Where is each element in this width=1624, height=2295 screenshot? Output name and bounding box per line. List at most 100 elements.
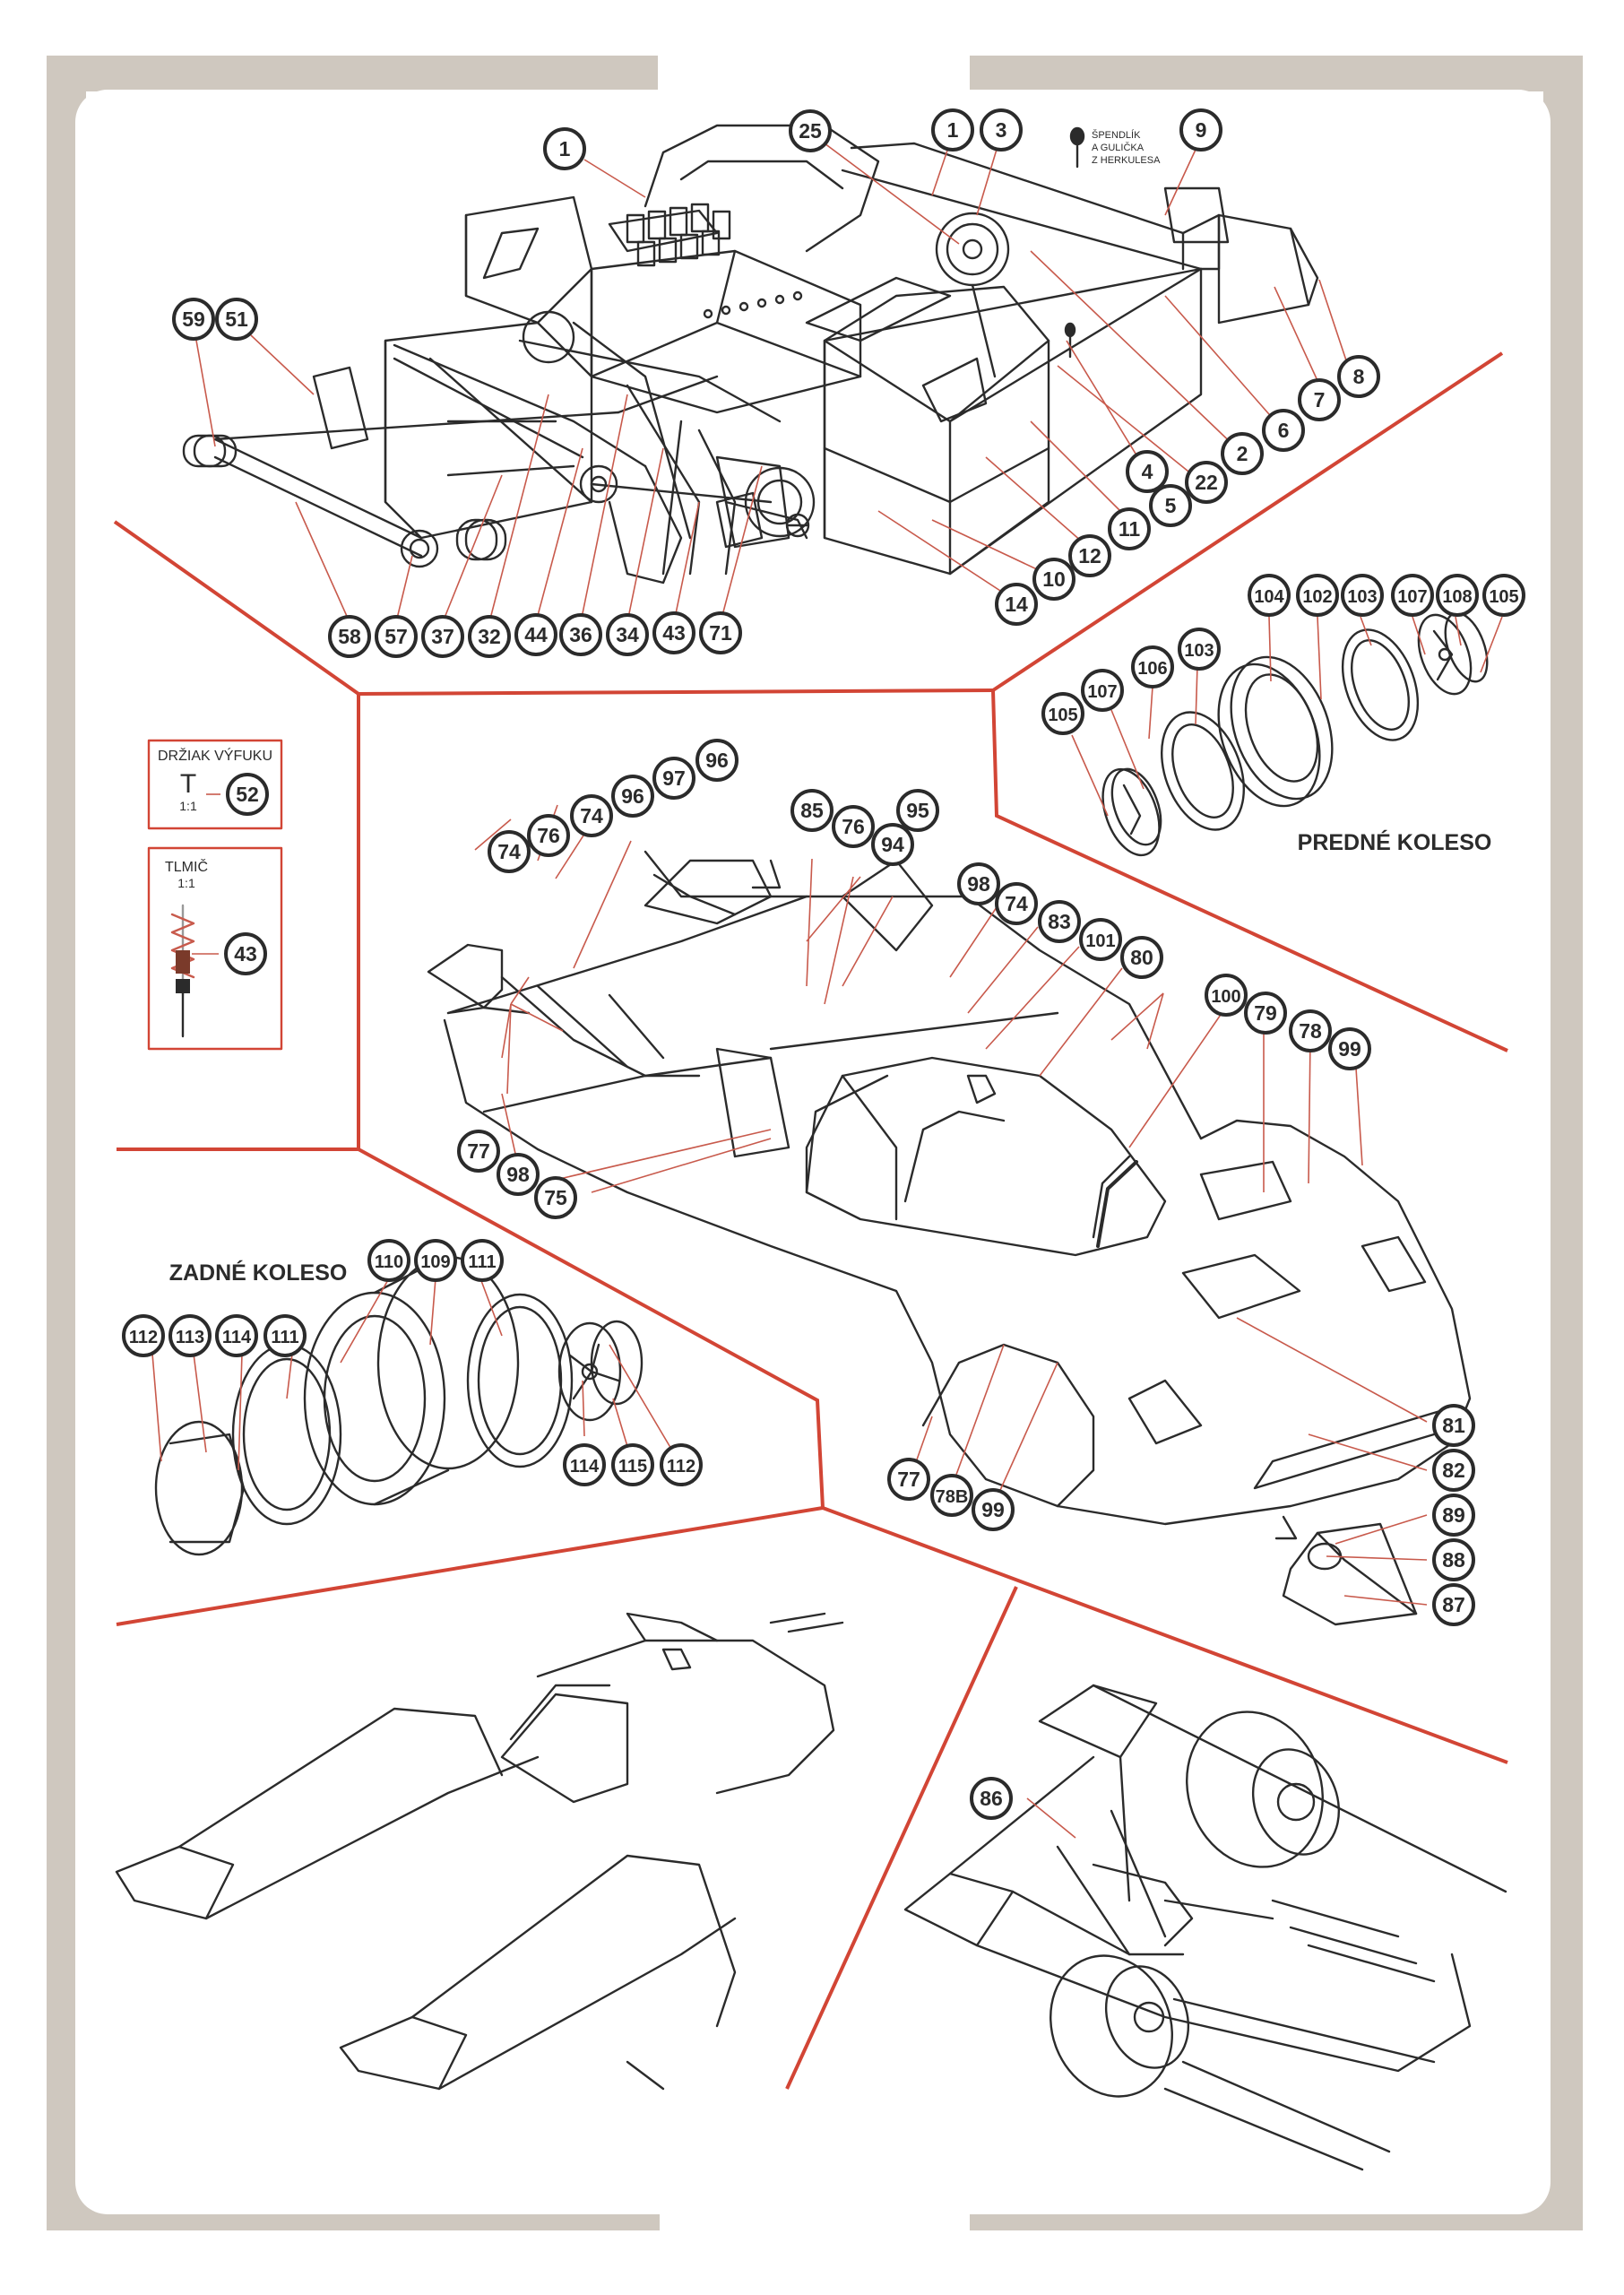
callout-103a: 103 (1341, 574, 1384, 617)
underside-drawing (903, 1684, 1507, 2171)
callout-circle (1328, 1027, 1371, 1070)
callout-label: 83 (1048, 910, 1071, 933)
divider-mid-bottom-left (116, 1506, 824, 1626)
callout-label: 113 (176, 1328, 204, 1347)
callout-label: 86 (980, 1787, 1003, 1810)
divider-bottom-diagonal (785, 1586, 1018, 2090)
callout-label: 1 (559, 137, 571, 160)
callout-label: 79 (1254, 1001, 1277, 1025)
callout-86: 86 (970, 1777, 1013, 1820)
callout-102: 102 (1296, 574, 1339, 617)
callout-74b: 74 (570, 794, 613, 837)
callout-circle (789, 109, 832, 152)
callout-44: 44 (514, 613, 557, 656)
callout-99b: 99 (972, 1488, 1015, 1531)
callout-circle (1178, 628, 1221, 671)
callout-label: 11 (1119, 517, 1141, 541)
callout-107a: 107 (1391, 574, 1434, 617)
callout-circle (1032, 558, 1075, 601)
callout-circle (488, 830, 531, 873)
exhaust-holder-box (147, 739, 283, 830)
divider-front-wheel (991, 689, 1508, 1052)
callout-85: 85 (790, 789, 834, 832)
exhaust-holder-symbol: T (180, 769, 196, 799)
callout-label: 80 (1130, 946, 1153, 969)
callout-label: 25 (799, 119, 822, 143)
callout-57: 57 (375, 615, 418, 658)
callout-label: 77 (467, 1139, 490, 1163)
callout-111b: 111 (263, 1314, 307, 1357)
callout-label: 74 (580, 804, 603, 827)
callout-label: 111 (468, 1252, 496, 1272)
callout-circle (563, 1443, 606, 1486)
callout-label: 5 (1165, 494, 1177, 517)
callout-81: 81 (1432, 1404, 1475, 1447)
callout-label: 59 (182, 307, 205, 331)
callout-label: 2 (1237, 442, 1248, 465)
callout-label: 114 (222, 1328, 252, 1347)
callout-51: 51 (215, 298, 258, 341)
callout-circle (534, 1176, 577, 1219)
callout-circle (367, 1239, 410, 1282)
callout-circle (611, 1443, 654, 1486)
callout-107b: 107 (1081, 669, 1124, 712)
rear-wheel-drawing (154, 1253, 644, 1556)
callout-circle (527, 814, 570, 857)
callout-label: 76 (537, 824, 560, 847)
callout-label: 99 (981, 1498, 1005, 1521)
callout-7: 7 (1298, 378, 1341, 421)
callout-label: 112 (667, 1457, 695, 1477)
callout-76b: 76 (832, 805, 875, 848)
callout-circle (1391, 574, 1434, 617)
callout-label: 81 (1442, 1414, 1465, 1437)
callout-circle (699, 611, 742, 654)
callout-circle (1432, 1538, 1475, 1581)
callout-circle (559, 613, 602, 656)
callout-label: 57 (384, 625, 408, 648)
callout-circle (122, 1314, 165, 1357)
callout-circle (1296, 574, 1339, 617)
callout-label: 94 (881, 833, 904, 856)
callout-77b: 77 (887, 1458, 930, 1501)
callout-label: 12 (1078, 544, 1101, 567)
callout-circle (421, 615, 464, 658)
callout-circle (606, 613, 649, 656)
callout-115: 115 (611, 1443, 654, 1486)
callout-circle (1068, 534, 1111, 577)
callout-circle (168, 1314, 212, 1357)
callout-label: 78 (1299, 1019, 1322, 1043)
exhaust-holder-scale: 1:1 (179, 799, 197, 813)
callout-circle (224, 932, 267, 975)
callout-78: 78 (1289, 1009, 1332, 1052)
callout-circle (1436, 574, 1479, 617)
callout-74a: 74 (488, 830, 531, 873)
callout-1b: 1 (931, 108, 974, 152)
callout-label: 111 (271, 1328, 298, 1347)
callout-label: 107 (1087, 682, 1117, 702)
callout-89: 89 (1432, 1494, 1475, 1537)
callout-label: 103 (1184, 641, 1214, 661)
callout-10: 10 (1032, 558, 1075, 601)
callout-110: 110 (367, 1239, 410, 1282)
callout-96b: 96 (695, 739, 739, 782)
callout-32: 32 (468, 615, 511, 658)
callout-circle (790, 789, 834, 832)
callout-label: 96 (621, 784, 644, 808)
callout-label: 52 (236, 783, 259, 806)
divider-top-right (991, 351, 1504, 692)
callout-label: 22 (1195, 471, 1218, 494)
callout-112b: 112 (660, 1443, 703, 1486)
callout-circle (1079, 918, 1122, 961)
callout-label: 74 (1005, 892, 1028, 915)
front-wheel-drawing (1101, 611, 1489, 857)
callout-80: 80 (1120, 936, 1163, 979)
callout-label: 34 (616, 623, 639, 646)
callout-98a: 98 (957, 862, 1000, 905)
callout-43a: 43 (652, 611, 695, 654)
callout-label: 10 (1042, 567, 1066, 591)
callout-34: 34 (606, 613, 649, 656)
callout-52: 52 (226, 773, 269, 816)
callout-label: 76 (842, 815, 865, 838)
callout-78b: 78B (930, 1474, 973, 1517)
